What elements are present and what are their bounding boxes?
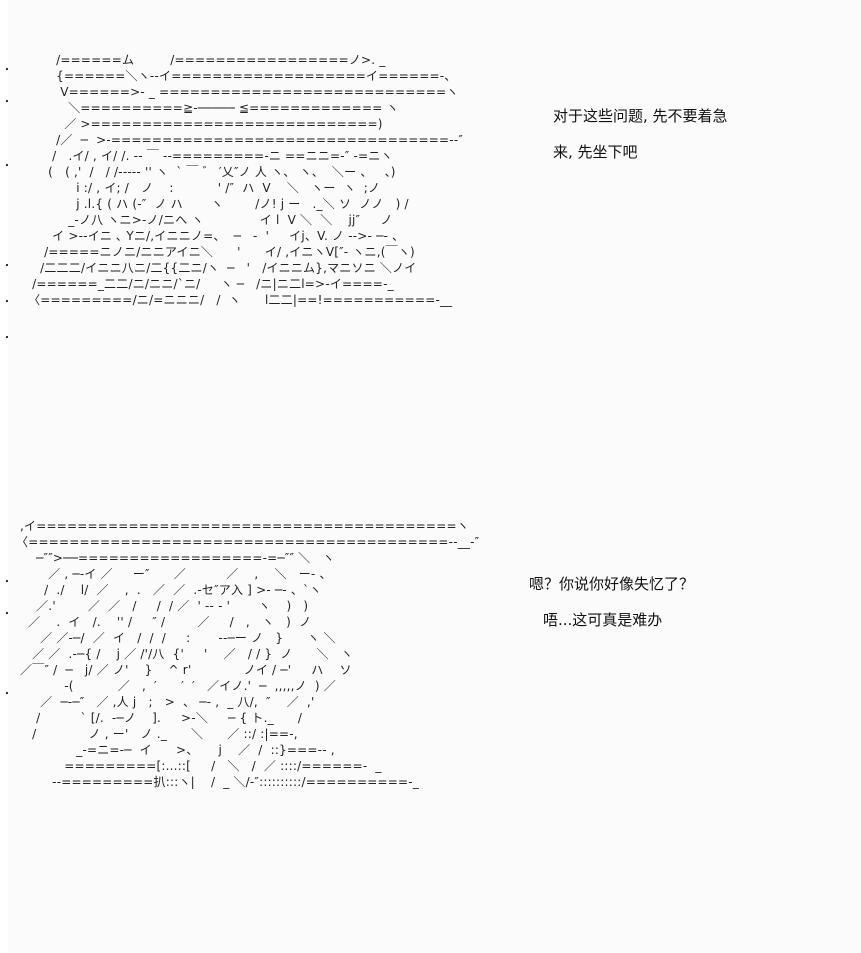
margin-dot [6,164,8,166]
margin-dot [6,100,8,102]
dialogue-caption-bottom-1: 嗯？你说你好像失忆了？ [529,575,695,593]
ascii-art-scene-bottom: ,イ======================================… [16,519,480,789]
page-canvas: /======ム /=================ノ>. _ {======… [8,0,861,953]
ascii-art-scene-top: /======ム /=================ノ>. _ {======… [28,53,464,307]
margin-dot [6,692,8,694]
margin-dot [6,264,8,266]
dialogue-caption-top-1: 对于这些问题, 先不要着急 [553,107,728,125]
dialogue-caption-bottom-2: 唔...这可真是难办 [543,611,663,629]
dialogue-caption-top-2: 来, 先坐下吧 [553,143,638,161]
margin-dot [6,580,8,582]
margin-dot [6,612,8,614]
margin-dot [6,336,8,338]
margin-dot [6,300,8,302]
margin-dot [6,68,8,70]
